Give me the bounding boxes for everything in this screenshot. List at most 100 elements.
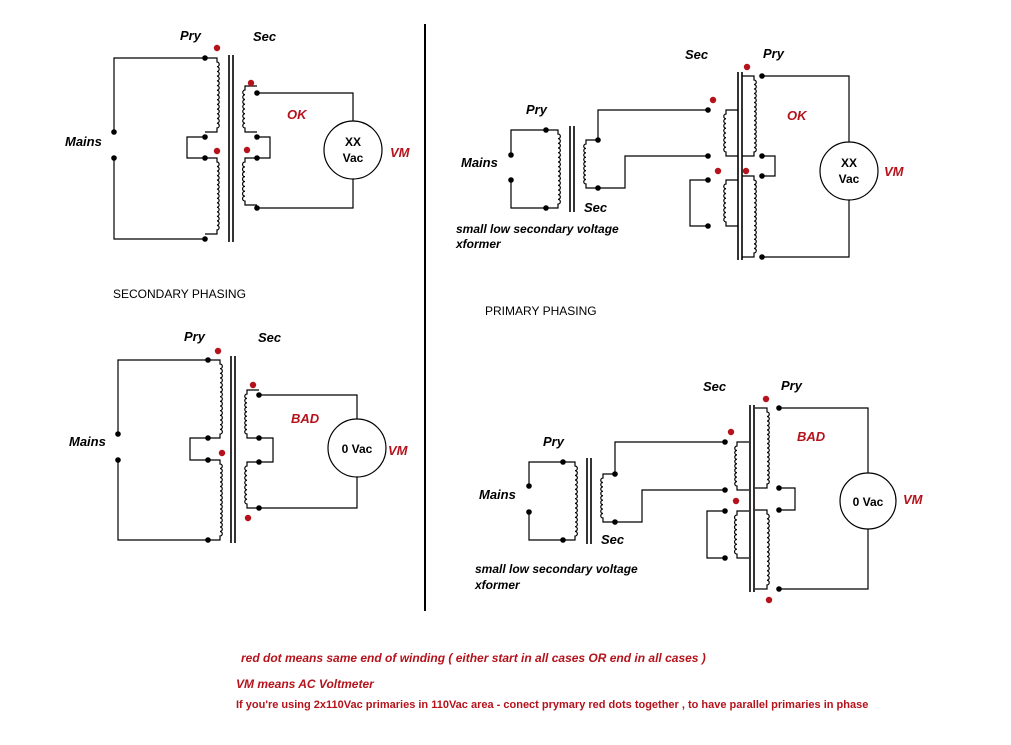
small-xformer-caption: xformer [455, 237, 502, 251]
secondary-winding-upper [723, 109, 738, 157]
secondary-label: Sec [584, 200, 608, 215]
meter-reading-line2: Vac [839, 172, 860, 186]
phase-dot [243, 146, 251, 154]
secondary-winding-lower [733, 510, 749, 559]
diagram-secondary-bad: Pry Sec Mains BAD VM 0 Vac [69, 329, 409, 543]
primary-winding-upper [755, 407, 770, 489]
phase-dot [213, 147, 221, 155]
terminal-dot [776, 586, 782, 592]
terminal-dot [526, 483, 532, 489]
wire [117, 460, 208, 541]
wire [779, 487, 796, 511]
wire [113, 158, 205, 240]
primary-winding-upper [205, 57, 220, 133]
terminal-dot [543, 205, 549, 211]
wire [779, 407, 869, 473]
terminal-dot [776, 507, 782, 513]
primary-winding-upper [208, 359, 223, 439]
mains-label: Mains [461, 155, 498, 170]
terminal-dot [560, 537, 566, 543]
secondary-winding-upper [242, 85, 257, 133]
phase-dot [732, 497, 740, 505]
section-title-secondary: SECONDARY PHASING [113, 287, 246, 301]
status-bad: BAD [291, 411, 320, 426]
wire [257, 179, 354, 209]
terminal-dot [202, 55, 208, 61]
small-primary-winding [546, 129, 561, 209]
phase-dot [244, 514, 252, 522]
section-title-primary: PRIMARY PHASING [485, 304, 597, 318]
terminal-dot [202, 134, 208, 140]
terminal-dot [254, 205, 260, 211]
secondary-winding-upper [244, 389, 259, 439]
voltmeter-label: VM [884, 164, 905, 179]
secondary-label: Sec [253, 29, 277, 44]
terminal-dot [759, 73, 765, 79]
terminal-dot [759, 153, 765, 159]
phase-dot [742, 167, 750, 175]
phase-dot [765, 596, 773, 604]
meter-reading-line1: XX [345, 135, 361, 149]
terminal-dot [111, 129, 117, 135]
terminal-dot [205, 457, 211, 463]
voltmeter [839, 472, 897, 530]
terminal-dot [205, 357, 211, 363]
terminal-dot [202, 236, 208, 242]
terminal-dot [612, 471, 618, 477]
phase-dot [714, 167, 722, 175]
mains-label: Mains [65, 134, 102, 149]
terminal-dot [115, 457, 121, 463]
terminal-dot [205, 537, 211, 543]
primary-label: Pry [184, 329, 206, 344]
wire [689, 179, 708, 227]
wire [510, 180, 546, 209]
note-red-dot: red dot means same end of winding ( eith… [241, 651, 706, 665]
terminal-dot [705, 223, 711, 229]
status-ok: OK [287, 107, 308, 122]
note-vm: VM means AC Voltmeter [236, 677, 375, 691]
small-secondary-winding [600, 473, 615, 523]
terminal-dot [722, 555, 728, 561]
meter-reading: 0 Vac [853, 495, 884, 509]
small-primary-winding [563, 461, 578, 541]
terminal-dot [705, 153, 711, 159]
terminal-dot [256, 392, 262, 398]
terminal-dot [612, 519, 618, 525]
phase-dot [218, 449, 226, 457]
phase-dot [247, 79, 255, 87]
secondary-winding-lower [244, 461, 259, 509]
wire [259, 394, 358, 419]
voltmeter [327, 418, 387, 478]
terminal-dot [705, 177, 711, 183]
wire [528, 512, 563, 541]
diagram-primary-bad: Sec Pry Pry Mains Sec small low secondar… [474, 378, 924, 604]
terminal-dot [526, 509, 532, 515]
note-parallel-primaries: If you're using 2x110Vac primaries in 11… [236, 699, 868, 711]
terminal-dot [722, 487, 728, 493]
phase-dot [214, 347, 222, 355]
phase-dot [249, 381, 257, 389]
terminal-dot [705, 107, 711, 113]
secondary-label: Sec [685, 47, 709, 62]
wire [257, 92, 354, 121]
mains-label: Mains [479, 487, 516, 502]
terminal-dot [202, 155, 208, 161]
terminal-dot [595, 137, 601, 143]
terminal-dot [508, 152, 514, 158]
secondary-label: Sec [258, 330, 282, 345]
primary-winding-lower [755, 509, 770, 590]
terminal-dot [595, 185, 601, 191]
phase-dot [743, 63, 751, 71]
primary-winding-lower [205, 157, 220, 235]
primary-winding-lower [208, 459, 223, 541]
secondary-label: Sec [703, 379, 727, 394]
meter-reading-line1: XX [841, 156, 857, 170]
terminal-dot [254, 134, 260, 140]
terminal-dot [776, 405, 782, 411]
terminal-dot [111, 155, 117, 161]
primary-label: Pry [526, 102, 548, 117]
secondary-winding-upper [734, 441, 749, 491]
primary-winding-upper [742, 75, 757, 157]
